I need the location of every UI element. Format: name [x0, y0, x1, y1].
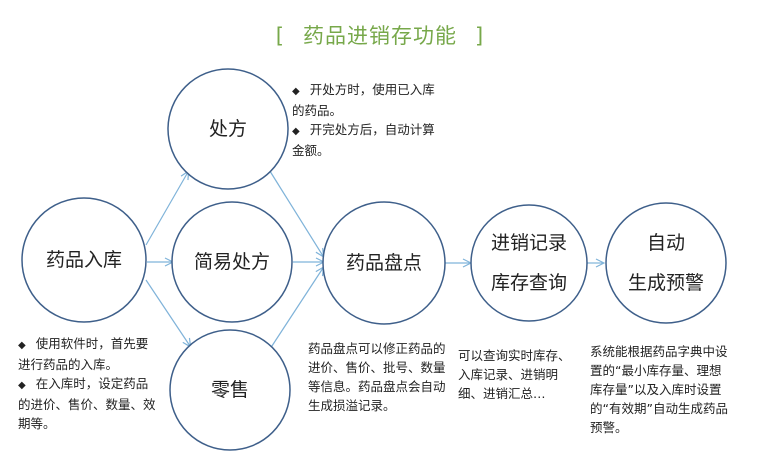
- title-text: 药品进销存功能: [303, 24, 457, 48]
- diamond-bullet-icon: ◆: [292, 126, 300, 137]
- circle-prescription: [167, 68, 289, 190]
- note-prescription-item2: ◆开完处方后，自动计算金额。: [292, 122, 435, 158]
- note-prescription-item1: ◆开处方时，使用已入库的药品。: [292, 82, 435, 118]
- node-prescription-label: 处方: [208, 118, 247, 140]
- page-title: [ 药品进销存功能]: [0, 20, 760, 50]
- circle-retail: [169, 329, 291, 451]
- arrow-stockin-to-retail: [145, 279, 190, 346]
- arrow-prescription-to-inventory: [267, 167, 323, 256]
- node-simple-prescription-label: 简易处方: [193, 251, 270, 273]
- node-alert-label-line1: 自动: [646, 232, 685, 254]
- note-stock-in-item2: ◆在入库时，设定药品的进价、售价、数量、效期等。: [18, 376, 156, 431]
- circle-simple-prescription: [171, 201, 293, 323]
- node-stock-in-label: 药品入库: [45, 249, 122, 271]
- title-right-bracket: ]: [475, 24, 485, 48]
- diamond-bullet-icon: ◆: [18, 340, 26, 351]
- diamond-bullet-icon: ◆: [18, 380, 26, 391]
- node-records-label-line2: 库存查询: [490, 272, 567, 294]
- circle-inventory: [322, 201, 446, 325]
- note-stock-in: ◆使用软件时，首先要进行药品的入库。 ◆在入库时，设定药品的进价、售价、数量、效…: [18, 334, 158, 433]
- circle-alert: [605, 202, 727, 324]
- note-stock-in-item1: ◆使用软件时，首先要进行药品的入库。: [18, 336, 149, 372]
- note-inventory: 药品盘点可以修正药品的进价、售价、批号、数量等信息。药品盘点会自动生成损溢记录。: [308, 341, 446, 413]
- circle-stock-in: [21, 197, 147, 323]
- node-alert-label-line2: 生成预警: [627, 272, 704, 294]
- title-left-bracket: [: [275, 24, 285, 48]
- diamond-bullet-icon: ◆: [292, 86, 300, 97]
- arrow-stockin-to-prescription: [145, 172, 188, 246]
- node-inventory-label: 药品盘点: [345, 252, 422, 274]
- note-alert: 系统能根据药品字典中设置的“最小库存量、理想库存量”以及入库时设置的“有效期”自…: [590, 344, 728, 435]
- node-records-label-line1: 进销记录: [490, 232, 567, 254]
- arrow-retail-to-inventory: [267, 268, 323, 353]
- circle-records: [470, 204, 588, 322]
- node-retail-label: 零售: [210, 379, 249, 401]
- note-records: 可以查询实时库存、入库记录、进销明细、进销汇总…: [458, 348, 571, 401]
- note-prescription: ◆开处方时，使用已入库的药品。 ◆开完处方后，自动计算金额。: [292, 80, 442, 160]
